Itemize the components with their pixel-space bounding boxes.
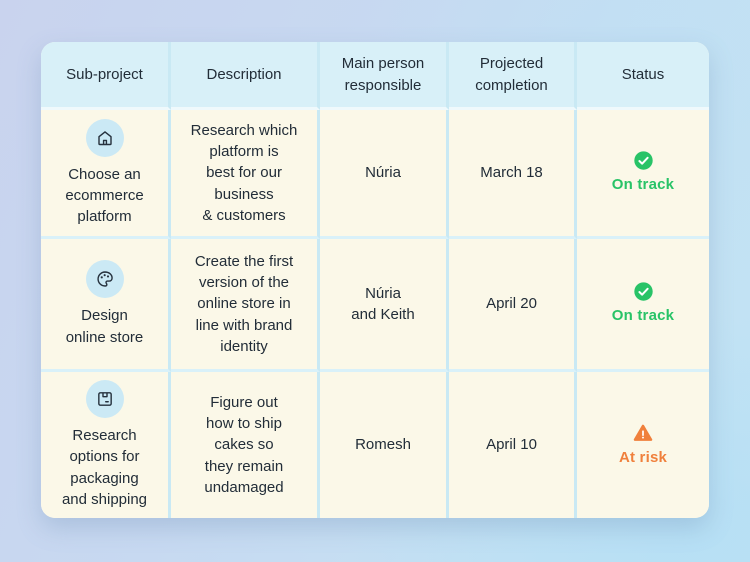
check-circle-icon [633,150,654,171]
completion-cell: April 20 [449,239,577,372]
completion-date: March 18 [480,164,543,182]
person-name: Núria and Keith [351,284,415,323]
description-cell: Create the first version of the online s… [171,239,320,372]
column-header-completion: Projected completion [449,42,577,110]
column-header-person: Main person responsible [320,42,449,110]
description-text: Research which platform is best for our … [190,121,298,224]
warning-icon [632,422,654,444]
column-header-label: Main person responsible [341,55,425,94]
table-header-row: Sub-project Description Main person resp… [41,42,709,110]
status-label: On track [611,307,675,325]
check-circle-icon [633,281,654,302]
column-header-label: Status [621,65,665,83]
subproject-label: Choose an ecommerce platform [65,165,144,226]
person-name: Núria [365,164,401,182]
column-header-label: Projected completion [475,55,548,94]
status-label: At risk [618,448,668,466]
palette-icon [85,260,124,299]
table-row: Research options for packaging and shipp… [41,372,709,518]
person-cell: Núria and Keith [320,239,449,372]
person-name: Romesh [355,436,411,454]
status-label: On track [611,176,675,194]
table-row: Choose an ecommerce platform Research wh… [41,110,709,239]
column-header-label: Description [206,65,282,83]
status-badge: On track [612,281,674,326]
status-cell: At risk [577,372,709,518]
person-cell: Romesh [320,372,449,518]
completion-cell: April 10 [449,372,577,518]
description-text: Create the first version of the online s… [194,252,294,355]
status-badge: At risk [619,422,667,468]
description-text: Figure out how to ship cakes so they rem… [204,393,284,496]
subproject-label: Research options for packaging and shipp… [61,426,148,508]
home-icon [85,118,124,157]
table-body: Choose an ecommerce platform Research wh… [41,110,709,518]
subproject-label: Design online store [65,307,144,346]
column-header-status: Status [577,42,709,110]
table-row: Design online store Create the first ver… [41,239,709,372]
subproject-cell: Design online store [41,239,171,372]
description-cell: Figure out how to ship cakes so they rem… [171,372,320,518]
status-badge: On track [612,150,674,195]
person-cell: Núria [320,110,449,239]
status-cell: On track [577,239,709,372]
completion-date: April 20 [486,295,537,313]
package-icon [85,379,124,418]
subproject-cell: Choose an ecommerce platform [41,110,171,239]
column-header-description: Description [171,42,320,110]
column-header-label: Sub-project [66,65,143,83]
status-cell: On track [577,110,709,239]
subproject-cell: Research options for packaging and shipp… [41,372,171,518]
description-cell: Research which platform is best for our … [171,110,320,239]
completion-date: April 10 [486,436,537,454]
project-plan-table: Sub-project Description Main person resp… [41,42,709,518]
completion-cell: March 18 [449,110,577,239]
column-header-subproject: Sub-project [41,42,171,110]
